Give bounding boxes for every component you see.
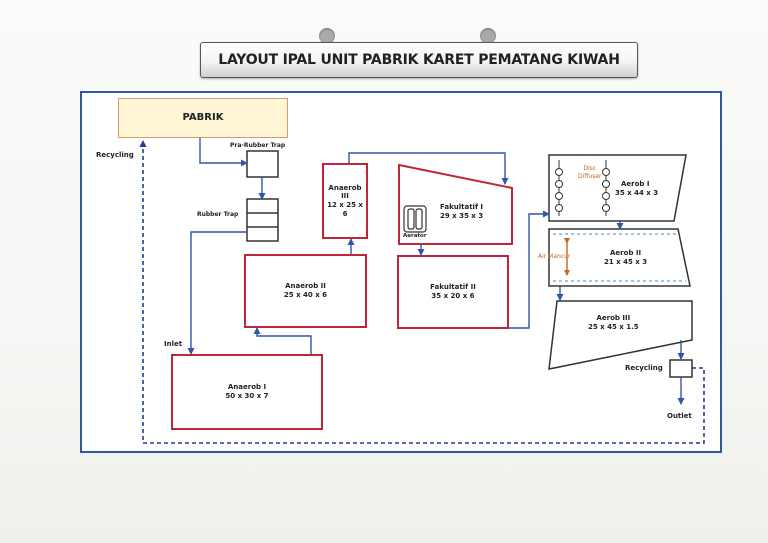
- aerator-icon: [403, 205, 427, 233]
- disc-diffuser-label: Disc Diffuser: [578, 165, 602, 181]
- aerob-iii-pond: [548, 300, 693, 370]
- page-title: LAYOUT IPAL UNIT PABRIK KARET PEMATANG K…: [218, 52, 620, 68]
- rubber-trap: [246, 198, 279, 242]
- aerob-i-name: Aerob I: [621, 180, 650, 188]
- disc-diffuser-left: [555, 160, 563, 216]
- recycling-box: [669, 359, 693, 378]
- anaerob-ii-box: Anaerob II 25 x 40 x 6: [244, 254, 367, 328]
- flow-pabrik-to-prarubber: [199, 138, 248, 167]
- title-banner: LAYOUT IPAL UNIT PABRIK KARET PEMATANG K…: [200, 42, 638, 78]
- fakultatif-i-name: Fakultatif I: [440, 203, 484, 211]
- flow-anaerob-i-to-anaerob-ii: [253, 327, 312, 354]
- fountain-nozzles: [553, 233, 686, 282]
- pra-rubber-trap: [246, 150, 279, 178]
- recycling-return-line: [139, 140, 705, 444]
- binder-hole-right: [480, 28, 496, 44]
- flow-anaerob-iii-to-fakultatif-i: [348, 152, 509, 185]
- pabrik-label: PABRIK: [182, 111, 224, 123]
- aerob-ii-name: Aerob II: [610, 249, 642, 257]
- pra-rubber-trap-label: Pra-Rubber Trap: [230, 142, 286, 149]
- binder-hole-left: [319, 28, 335, 44]
- aerob-iii-dim: 25 x 45 x 1.5: [588, 323, 639, 332]
- anaerob-iii-box: Anaerob III 12 x 25 x 6: [322, 163, 368, 239]
- aerob-ii-dim: 21 x 45 x 3: [604, 258, 648, 267]
- disc-diffuser-label-1: Disc: [583, 165, 597, 172]
- aerob-iii-name: Aerob III: [596, 314, 631, 322]
- aerob-iii-text: Aerob III 25 x 45 x 1.5: [588, 314, 639, 332]
- inlet-label: Inlet: [164, 340, 183, 348]
- aerob-i-pond: [548, 154, 687, 222]
- outlet-label: Outlet: [667, 412, 692, 420]
- aerob-ii-pond: [548, 228, 691, 287]
- aerob-i-dim: 35 x 44 x 3: [615, 189, 659, 198]
- aerator-label: Aerator: [403, 233, 427, 239]
- disc-diffuser-label-2: Diffuser: [578, 172, 602, 180]
- anaerob-iii-dim: 12 x 25 x 6: [327, 201, 363, 218]
- fakultatif-ii-box: Fakultatif II 35 x 20 x 6: [397, 255, 509, 329]
- fakultatif-ii-name: Fakultatif II: [430, 283, 476, 292]
- recycling-left-label: Recycling: [96, 151, 134, 159]
- fakultatif-i-text: Fakultatif I 29 x 35 x 3: [440, 203, 483, 221]
- aerob-ii-text: Aerob II 21 x 45 x 3: [604, 249, 647, 267]
- anaerob-i-name: Anaerob I: [227, 383, 267, 392]
- anaerob-i-box: Anaerob I 50 x 30 x 7: [171, 354, 323, 430]
- flow-fakultatif-ii-to-aerob-i: [509, 210, 550, 329]
- anaerob-iii-name: Anaerob III: [328, 183, 362, 201]
- fakultatif-ii-dim: 35 x 20 x 6: [431, 292, 475, 300]
- air-mancur-label: Air Mancur: [538, 253, 571, 260]
- anaerob-ii-name: Anaerob II: [285, 282, 326, 291]
- fakultatif-i-dim: 29 x 35 x 3: [440, 212, 484, 221]
- aerob-i-text: Aerob I 35 x 44 x 3: [615, 180, 658, 198]
- flow-rubbertrap-to-anaerob-i: [187, 231, 247, 355]
- recycling-right-label: Recycling: [625, 364, 663, 372]
- fakultatif-i-pond: [398, 163, 513, 245]
- anaerob-ii-dim: 25 x 40 x 6: [283, 291, 328, 299]
- anaerob-i-dim: 50 x 30 x 7: [225, 392, 269, 400]
- pabrik-box: PABRIK: [118, 98, 288, 138]
- disc-diffuser-right: [602, 160, 610, 216]
- rubber-trap-label: Rubber Trap: [197, 211, 239, 218]
